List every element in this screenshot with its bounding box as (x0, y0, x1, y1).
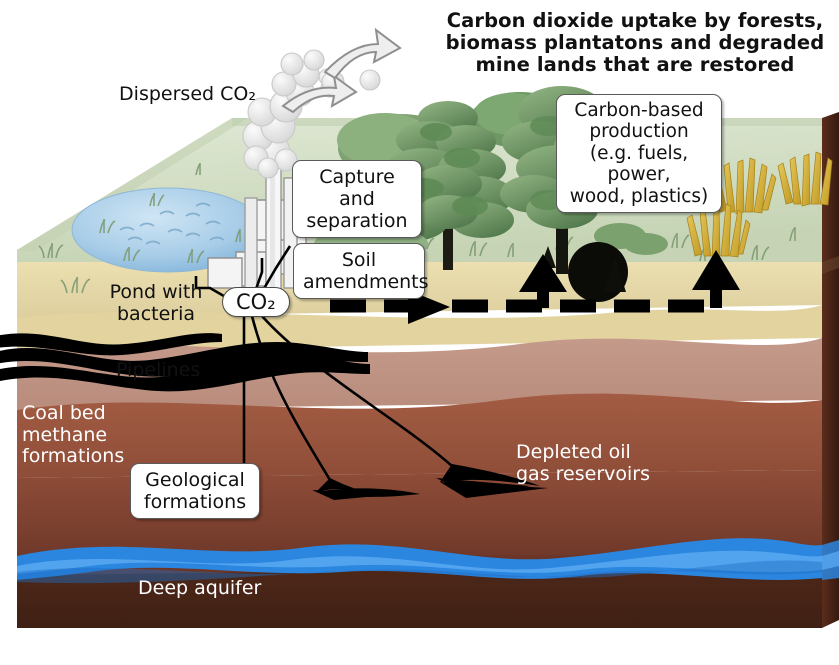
block-right-side-face (822, 112, 839, 628)
reservoir-wedge-icon (312, 464, 548, 500)
smokestack-icon (207, 159, 307, 291)
page-title: Carbon dioxide uptake by forests, biomas… (445, 9, 825, 77)
capture-separation-callout[interactable]: Capture and separation (292, 160, 422, 239)
up-arrow-icon (692, 250, 740, 308)
deep-aquifer-label: Deep aquifer (138, 577, 262, 599)
tree-icon (594, 223, 668, 255)
co2-connector-lines (194, 245, 453, 481)
dashed-flow-arrow-icon (330, 250, 740, 324)
carbon-based-production-callout[interactable]: Carbon-based production (e.g. fuels, pow… (556, 94, 722, 214)
dark-shrub-icon (604, 258, 626, 292)
depleted-reservoirs-label: Depleted oil gas reservoirs (516, 441, 650, 485)
dispersed-co2-label: Dispersed CO₂ (119, 83, 256, 105)
up-arrow-icon (519, 254, 567, 308)
geological-formations-callout[interactable]: Geological formations (130, 463, 260, 520)
co2-node[interactable]: CO₂ (222, 287, 290, 317)
soil-amendments-callout[interactable]: Soil amendments (293, 243, 429, 300)
coal-bed-label: Coal bed methane formations (22, 402, 125, 468)
grass-tufts (38, 157, 796, 294)
block-left-edge (10, 250, 17, 628)
deep-aquifer-band (17, 538, 822, 584)
pond-label: Pond with bacteria (109, 281, 203, 325)
smoke-plume-icon (242, 49, 381, 179)
pipelines-label: Pipelines (116, 359, 201, 381)
curved-arrow-icon (281, 27, 402, 114)
pipelines-icon (0, 333, 370, 392)
